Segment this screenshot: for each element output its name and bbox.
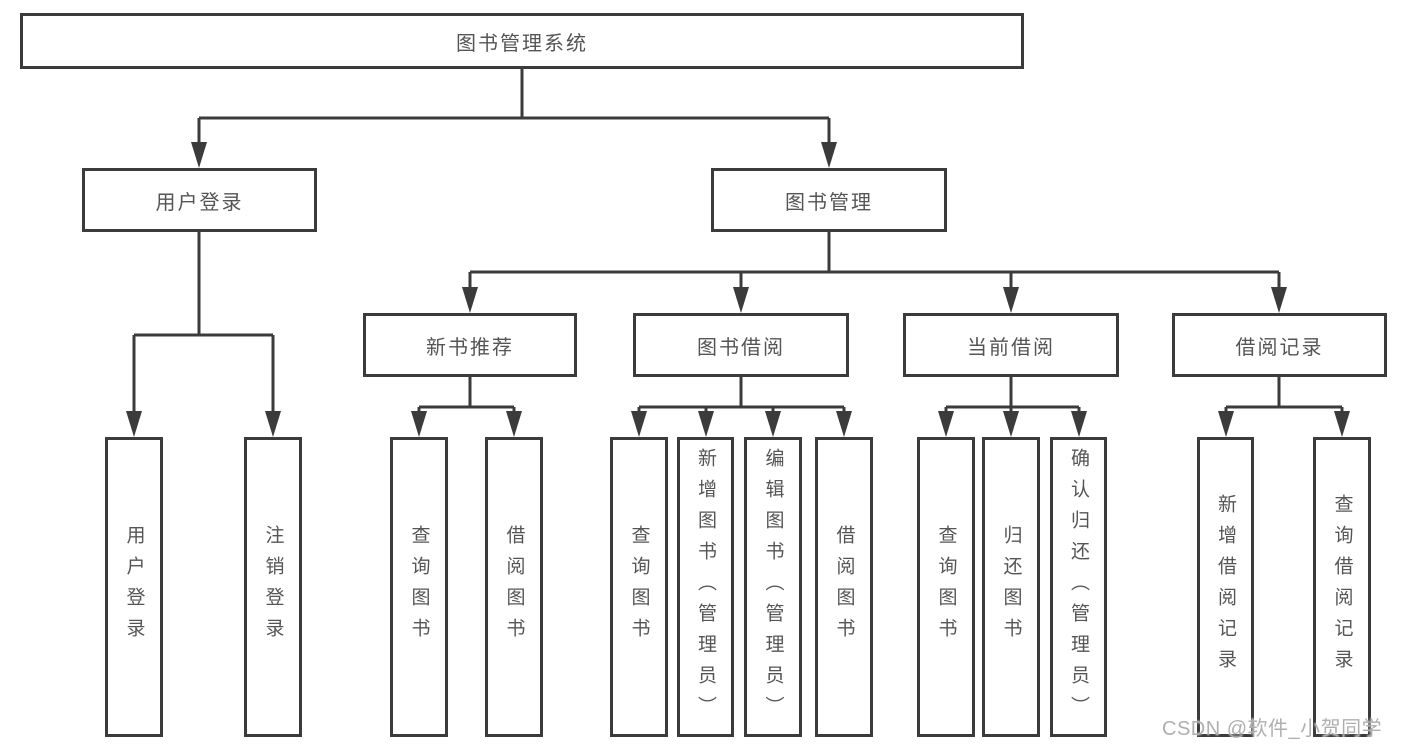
- node-book-management: 图书管理: [711, 168, 947, 232]
- connector-book-borrow-to-children: [631, 377, 852, 437]
- node-user-login: 用户登录: [82, 168, 317, 232]
- node-book-system: 图书管理系统: [20, 13, 1024, 69]
- node-logout: 注销登录: [244, 437, 302, 737]
- node-query-books-borrow: 查询图书: [610, 437, 668, 737]
- node-query-books-current: 查询图书: [917, 437, 975, 737]
- node-edit-book-admin: 编辑图书（管理员）: [744, 437, 802, 737]
- connector-book-management-to-level3: [462, 232, 1287, 313]
- node-current-borrow-label: 当前借阅: [967, 336, 1055, 359]
- node-add-book-admin: 新增图书（管理员）: [677, 437, 734, 737]
- node-query-books-recommend: 查询图书: [390, 437, 448, 737]
- node-confirm-return-admin: 确认归还（管理员）: [1050, 437, 1107, 737]
- node-add-borrow-record: 新增借阅记录: [1197, 437, 1254, 737]
- connector-root-to-level2: [191, 69, 837, 168]
- connector-new-book-recommend-to-children: [411, 377, 522, 437]
- connector-borrow-records-to-children: [1218, 377, 1350, 437]
- node-borrow-book-leaf: 借阅图书: [815, 437, 873, 737]
- node-book-borrow-label: 图书借阅: [697, 336, 785, 359]
- node-borrow-records: 借阅记录: [1172, 313, 1387, 377]
- connector-current-borrow-to-children: [938, 377, 1087, 437]
- node-book-system-label: 图书管理系统: [456, 32, 588, 55]
- node-return-book: 归还图书: [982, 437, 1040, 737]
- node-book-borrow: 图书借阅: [633, 313, 849, 377]
- node-borrow-records-label: 借阅记录: [1235, 336, 1324, 359]
- node-borrow-books-recommend: 借阅图书: [485, 437, 543, 737]
- node-query-borrow-record: 查询借阅记录: [1313, 437, 1371, 737]
- node-new-book-recommend-label: 新书推荐: [426, 336, 514, 359]
- csdn-watermark: CSDN @软件_小贺同学: [1162, 718, 1383, 740]
- connector-user-login-to-children: [126, 232, 281, 437]
- node-book-management-label: 图书管理: [785, 191, 873, 214]
- node-user-login-label: 用户登录: [155, 191, 244, 214]
- node-current-borrow: 当前借阅: [903, 313, 1119, 377]
- node-new-book-recommend: 新书推荐: [363, 313, 577, 377]
- node-user-login-leaf: 用户登录: [105, 437, 163, 737]
